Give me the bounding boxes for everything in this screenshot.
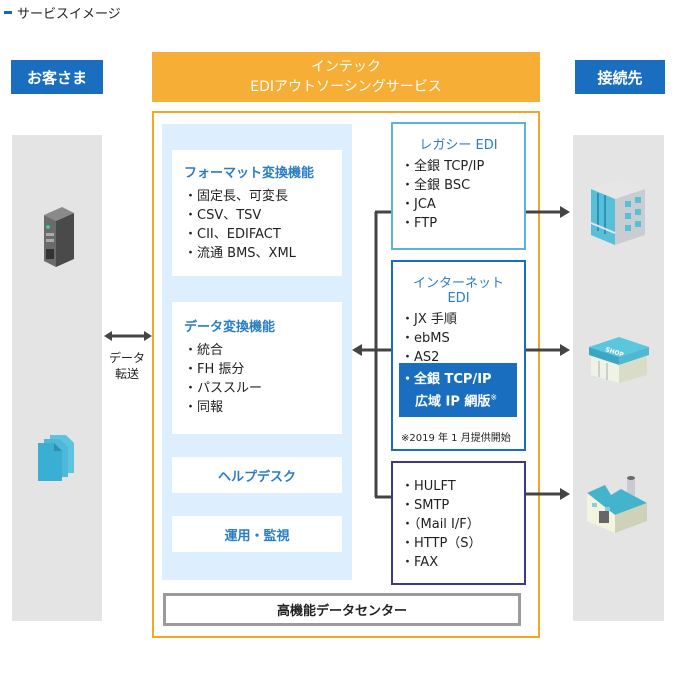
internet-edi-title: インターネット EDI bbox=[412, 276, 504, 306]
arrow-to-functions bbox=[352, 344, 362, 356]
data-transfer-label: データ 転送 bbox=[104, 350, 150, 382]
list-item: （Mail I/F） bbox=[401, 515, 524, 534]
legacy-edi-title: レガシー EDI bbox=[419, 138, 498, 153]
customer-column bbox=[12, 135, 102, 621]
internet-edi-note: ※2019 年 1 月提供開始 bbox=[401, 433, 511, 444]
documents-icon bbox=[38, 435, 74, 481]
data-center-box: 高機能データセンター bbox=[163, 593, 521, 626]
other-protocols-list: HULFT SMTP （Mail I/F） HTTP（S） FAX bbox=[401, 477, 524, 572]
format-conversion-title: フォーマット変換機能 bbox=[184, 166, 315, 181]
list-item: 統合 bbox=[184, 341, 342, 360]
destination-header: 接続先 bbox=[575, 60, 665, 94]
list-item: FTP bbox=[401, 214, 524, 233]
legacy-edi-list: 全銀 TCP/IP 全銀 BSC JCA FTP bbox=[401, 157, 524, 233]
list-item: CSV、TSV bbox=[184, 206, 342, 225]
destination-column: SHOP bbox=[573, 135, 664, 621]
data-conversion-list: 統合 FH 振分 パススルー 同報 bbox=[184, 341, 342, 417]
list-item: JX 手順 bbox=[401, 310, 524, 329]
internet-edi-list: JX 手順 ebMS AS2 bbox=[401, 310, 524, 367]
list-item: パススルー bbox=[184, 379, 342, 398]
data-transfer-line2: 転送 bbox=[114, 367, 139, 381]
section-title-text: サービスイメージ bbox=[17, 7, 121, 22]
data-transfer-line1: データ bbox=[108, 351, 145, 365]
other-protocols-box: HULFT SMTP （Mail I/F） HTTP（S） FAX bbox=[391, 461, 526, 585]
service-header-name: EDIアウトソーシングサービス bbox=[250, 79, 442, 95]
list-item: ebMS bbox=[401, 329, 524, 348]
list-item: AS2 bbox=[401, 348, 524, 367]
list-item: 全銀 TCP/IP bbox=[401, 157, 524, 176]
legacy-edi-box: レガシー EDI 全銀 TCP/IP 全銀 BSC JCA FTP bbox=[391, 122, 526, 250]
list-item: JCA bbox=[401, 195, 524, 214]
highlight-line2: 広域 IP 網版 bbox=[415, 394, 491, 410]
factory-icon bbox=[587, 476, 647, 533]
highlight-footnote-mark: ※ bbox=[490, 393, 498, 402]
list-item: CII、EDIFACT bbox=[184, 225, 342, 244]
server-icon bbox=[44, 207, 74, 267]
data-transfer-arrow bbox=[104, 331, 152, 341]
connector-lines bbox=[352, 206, 570, 500]
list-item: 固定長、可変長 bbox=[184, 187, 342, 206]
operation-monitoring-box: 運用・監視 bbox=[172, 516, 342, 552]
shop-icon: SHOP bbox=[589, 337, 649, 383]
format-conversion-box: フォーマット変換機能 固定長、可変長 CSV、TSV CII、EDIFACT 流… bbox=[172, 150, 342, 276]
list-item: 全銀 BSC bbox=[401, 176, 524, 195]
list-item: FAX bbox=[401, 553, 524, 572]
section-title: サービスイメージ bbox=[4, 3, 121, 22]
helpdesk-box: ヘルプデスク bbox=[172, 457, 342, 493]
list-item: 流通 BMS、XML bbox=[184, 244, 342, 263]
arrow-to-shop bbox=[560, 344, 570, 356]
title-bar-marker bbox=[4, 11, 12, 14]
list-item: 同報 bbox=[184, 398, 342, 417]
list-item: HULFT bbox=[401, 477, 524, 496]
zengin-wide-area-highlight: ・全銀 TCP/IP 広域 IP 網版※ bbox=[399, 363, 517, 417]
data-conversion-box: データ変換機能 統合 FH 振分 パススルー 同報 bbox=[172, 302, 342, 434]
customer-header: お客さま bbox=[11, 60, 103, 94]
format-conversion-list: 固定長、可変長 CSV、TSV CII、EDIFACT 流通 BMS、XML bbox=[184, 187, 342, 263]
list-item: FH 振分 bbox=[184, 360, 342, 379]
list-item: HTTP（S） bbox=[401, 534, 524, 553]
office-building-icon bbox=[590, 179, 645, 245]
internet-edi-box: インターネット EDI JX 手順 ebMS AS2 ・全銀 TCP/IP 広域… bbox=[391, 260, 526, 451]
list-item: SMTP bbox=[401, 496, 524, 515]
highlight-line1: ・全銀 TCP/IP bbox=[401, 372, 492, 387]
service-header: インテック EDIアウトソーシングサービス bbox=[152, 52, 540, 102]
data-conversion-title: データ変換機能 bbox=[184, 320, 276, 335]
arrow-to-factory bbox=[560, 488, 570, 500]
service-header-company: インテック bbox=[311, 59, 381, 75]
arrow-to-office bbox=[560, 206, 570, 218]
